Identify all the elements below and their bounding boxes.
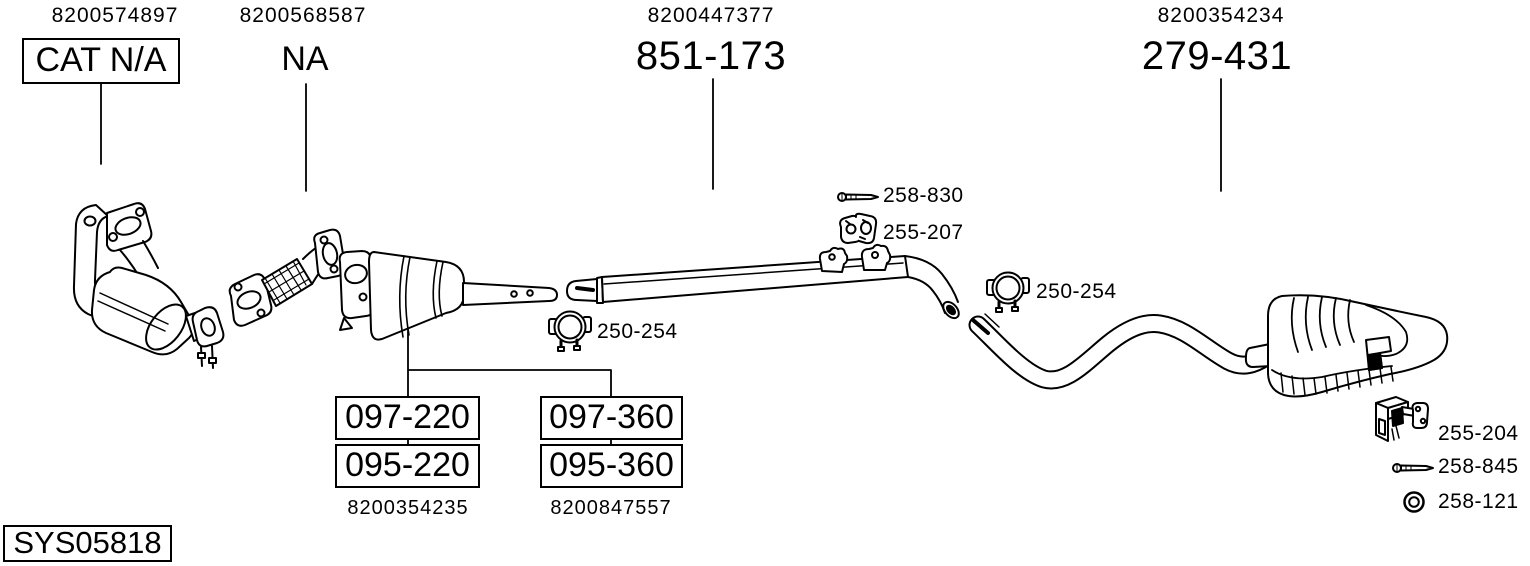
rubber-mount-icon — [839, 212, 878, 245]
bolt-icon — [837, 192, 879, 202]
pipe-clamp-icon — [547, 310, 593, 353]
cat-code-label: CAT N/A — [22, 38, 180, 84]
hardware-code-label: 258-121 — [1438, 490, 1519, 513]
rearsilencer-code-label: 279-431 — [1141, 34, 1293, 78]
option-code-box: 095-220 — [335, 444, 480, 488]
rear-silencer-drawing — [973, 294, 1449, 398]
centerpipe-code-label: 851-173 — [635, 34, 787, 78]
section-ref-cat: 8200574897 — [51, 4, 179, 27]
section-ref-flexpipe: 8200568587 — [239, 4, 367, 27]
system-code-label: SYS05818 — [3, 525, 172, 562]
option-code-box: 095-360 — [540, 444, 683, 488]
pipe-clamp-icon — [985, 271, 1031, 314]
bolt-icon — [1392, 463, 1434, 473]
center-silencer-drawing — [338, 250, 558, 341]
section-ref-centerpipe: 8200447377 — [647, 4, 775, 27]
front-catalytic-converter-drawing — [72, 202, 225, 369]
hardware-code-label: 258-830 — [883, 184, 964, 207]
hardware-code-label: 250-254 — [1036, 280, 1117, 303]
option-ref-left: 8200354235 — [347, 497, 469, 519]
option-code-box: 097-360 — [540, 396, 683, 440]
exhaust-hanger-icon — [1375, 396, 1429, 442]
center-pipe-drawing — [566, 243, 960, 320]
options-connector-lines — [407, 329, 612, 445]
hardware-code-label: 255-207 — [883, 221, 964, 244]
hardware-code-label: 250-254 — [597, 320, 678, 343]
section-ref-rearsilencer: 8200354234 — [1157, 4, 1285, 27]
ring-gasket-icon — [1403, 491, 1425, 513]
option-ref-right: 8200847557 — [550, 497, 672, 519]
hardware-code-label: 258-845 — [1438, 455, 1519, 478]
flex-pipe-drawing — [228, 228, 347, 327]
option-code-box: 097-220 — [335, 396, 480, 440]
leader-lines — [100, 78, 1222, 192]
hardware-code-label: 255-204 — [1438, 422, 1519, 445]
flexpipe-code-label: NA — [281, 40, 329, 78]
